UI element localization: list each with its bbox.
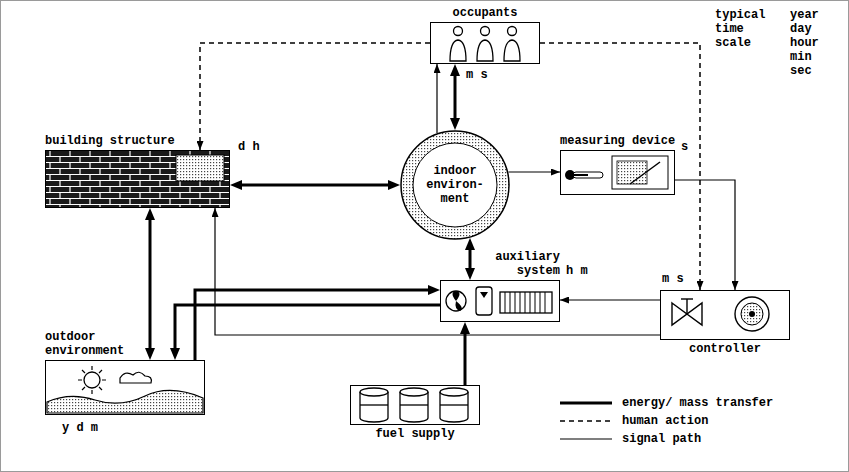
ring-outline [413,143,497,227]
fuel-box: fuel supply [350,385,480,425]
fuel-drums [440,388,468,396]
thermometer-gauge [573,172,603,178]
fuel-drums [440,404,468,405]
legend-row: human action [560,414,708,428]
fuel-drums [360,404,388,405]
controller-box: controller [660,290,790,340]
occupant-figures [450,40,466,61]
legend-text: energy/ mass transfer [622,396,773,410]
occupant-figures [450,27,520,62]
valve-and-dial [681,298,693,299]
fuel-drums [360,388,468,422]
transfer-arrow [195,290,435,360]
outdoor-scene [78,366,106,394]
transfer-arrow [469,243,472,275]
system-box: auxiliary system [440,280,560,322]
transfer-arrow [454,69,457,125]
occupant-figures [481,27,490,36]
thermometer-gauge [617,161,647,184]
heating-plant [505,292,545,313]
thermometer-gauge [612,156,668,189]
outdoor-scene [84,372,100,388]
occupants-box: occupants [430,22,540,64]
time-scale-code: m s [466,68,488,82]
occupant-figures [477,40,493,61]
device-box: measuring device [560,150,675,195]
valve-and-dial [749,311,755,317]
occupant-figures [454,27,463,36]
legend-row: energy/ mass transfer [560,396,773,410]
node-heading: building structure [45,134,175,148]
environment-circle: indoor environ-ment [400,130,510,240]
thermometer-gauge [565,156,668,189]
heating-plant [446,291,466,311]
valve-and-dial [672,297,769,331]
occupant-figures [504,40,520,61]
outdoor-scene [47,366,203,413]
time-scale-code: m s [662,272,684,286]
outdoor-scene [47,390,203,413]
fuel-drums [400,388,428,396]
time-scale-code: y d m [62,421,98,435]
action-arrow [200,43,430,150]
legend-text: signal path [622,432,701,446]
thermometer-gauge [573,174,588,176]
time-scale-note: hour [790,36,819,50]
signal-arrow [508,171,560,172]
building-box: building structure [45,150,230,208]
heating-plant [500,292,552,313]
transfer-arrow [235,184,395,187]
transfer-arrow [149,213,152,355]
brick-wall [176,155,224,181]
node-heading: occupants [453,6,518,20]
transfer-arrow [464,327,467,385]
signal-arrow [560,299,660,300]
time-scale-note: day [790,22,812,36]
valve-and-dial [741,303,763,325]
ring-outline [407,137,503,233]
brick-wall [46,151,229,207]
legend-sample [560,397,612,409]
legend-sample [560,415,612,427]
node-heading: outdoor environment [45,330,127,358]
time-scale-note: typical time scale [715,8,773,50]
legend-sample [560,420,612,422]
node-heading: measuring device [560,134,675,148]
node-heading: auxiliary system [488,250,560,278]
heating-plant [453,291,462,311]
time-scale-code: d h [238,140,260,154]
fuel-drums [400,404,428,405]
legend-text: human action [622,414,708,428]
ring-outline [401,131,509,239]
legend-row: signal path [560,432,701,446]
outdoor-box: outdoor environment [45,360,205,415]
time-scale-note: min [790,50,812,64]
heating-plant [476,287,492,315]
outdoor-scene [120,372,151,383]
node-label: indoor environ-ment [422,164,488,206]
fuel-drums [360,388,388,396]
node-heading: fuel supply [375,427,454,441]
node-heading: controller [689,342,761,356]
brick-wall [46,151,229,207]
time-scale-code: h m [566,264,588,278]
heating-plant [480,292,488,298]
time-scale-note: year [790,8,819,22]
thermometer-gauge [630,162,660,184]
legend-sample [560,433,612,445]
signal-arrow [675,180,735,290]
heating-plant [446,287,552,315]
legend-sample [560,402,612,405]
signal-arrow [436,64,437,133]
time-scale-note: sec [790,64,812,78]
legend-sample [560,438,612,439]
time-scale-code: s [681,140,688,154]
action-arrow [540,43,700,290]
valve-and-dial [686,299,687,314]
valve-and-dial [735,297,769,331]
occupant-figures [508,27,517,36]
